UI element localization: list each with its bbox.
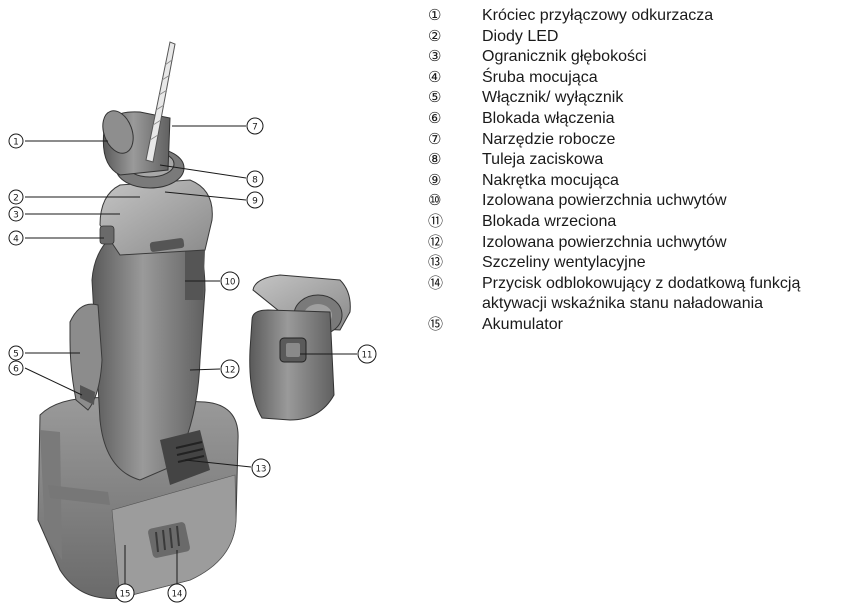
legend-text: Blokada włączenia — [482, 109, 864, 130]
legend-text: Narzędzie robocze — [482, 130, 864, 151]
callout-15: 15 — [116, 584, 134, 602]
callout-11: 11 — [358, 345, 376, 363]
callout-3: 3 — [9, 207, 23, 221]
svg-text:2: 2 — [13, 194, 19, 204]
svg-text:8: 8 — [252, 176, 258, 186]
legend-number: ⑬ — [428, 253, 482, 274]
callout-10: 10 — [221, 272, 239, 290]
legend-text: Króciec przyłączowy odkurzacza — [482, 6, 864, 27]
callout-5: 5 — [9, 346, 23, 360]
legend-text: Nakrętka mocująca — [482, 171, 864, 192]
callout-2: 2 — [9, 190, 23, 204]
legend-number: ⑭ — [428, 274, 482, 295]
svg-text:1: 1 — [13, 138, 19, 148]
callout-9: 9 — [247, 192, 263, 208]
callout-6: 6 — [9, 361, 23, 375]
legend-number: ⑦ — [428, 130, 482, 151]
callout-7: 7 — [247, 118, 263, 134]
legend-text: Blokada wrzeciona — [482, 212, 864, 233]
legend-text: Tuleja zaciskowa — [482, 150, 864, 171]
legend-text: Ogranicznik głębokości — [482, 47, 864, 68]
svg-text:15: 15 — [120, 590, 131, 600]
svg-text:9: 9 — [252, 197, 258, 207]
svg-text:6: 6 — [13, 365, 19, 375]
svg-text:7: 7 — [252, 123, 258, 133]
legend-text: Szczeliny wentylacyjne — [482, 253, 864, 274]
legend-number: ⑥ — [428, 109, 482, 130]
callout-1: 1 — [9, 134, 23, 148]
legend-text: Izolowana powierzchnia uchwytów — [482, 191, 864, 212]
legend-number: ⑧ — [428, 150, 482, 171]
inset-view — [250, 275, 351, 420]
legend-number: ① — [428, 6, 482, 27]
svg-text:12: 12 — [225, 366, 236, 376]
legend-text: Włącznik/ wyłącznik — [482, 88, 864, 109]
legend-text: Diody LED — [482, 27, 864, 48]
legend-number: ⑤ — [428, 88, 482, 109]
legend-number: ④ — [428, 68, 482, 89]
legend-text: Izolowana powierzchnia uchwytów — [482, 233, 864, 254]
legend-number: ③ — [428, 47, 482, 68]
legend-number: ⑮ — [428, 315, 482, 336]
legend-number: ⑨ — [428, 171, 482, 192]
callout-12: 12 — [221, 360, 239, 378]
svg-text:13: 13 — [256, 465, 267, 475]
svg-text:3: 3 — [13, 211, 19, 221]
callout-14: 14 — [168, 584, 186, 602]
svg-text:5: 5 — [13, 350, 19, 360]
legend-number: ⑪ — [428, 212, 482, 233]
svg-text:11: 11 — [362, 351, 373, 361]
legend-number: ⑩ — [428, 191, 482, 212]
legend-text: Śruba mocująca — [482, 68, 864, 89]
legend-text: Przycisk odblokowujący z dodatkową funkc… — [482, 274, 864, 315]
legend-text: Akumulator — [482, 315, 864, 336]
svg-text:14: 14 — [172, 590, 183, 600]
svg-text:4: 4 — [13, 235, 19, 245]
legend-number: ⑫ — [428, 233, 482, 254]
legend-number: ② — [428, 27, 482, 48]
callout-8: 8 — [247, 171, 263, 187]
callout-4: 4 — [9, 231, 23, 245]
callout-13: 13 — [252, 459, 270, 477]
svg-text:10: 10 — [225, 278, 236, 288]
